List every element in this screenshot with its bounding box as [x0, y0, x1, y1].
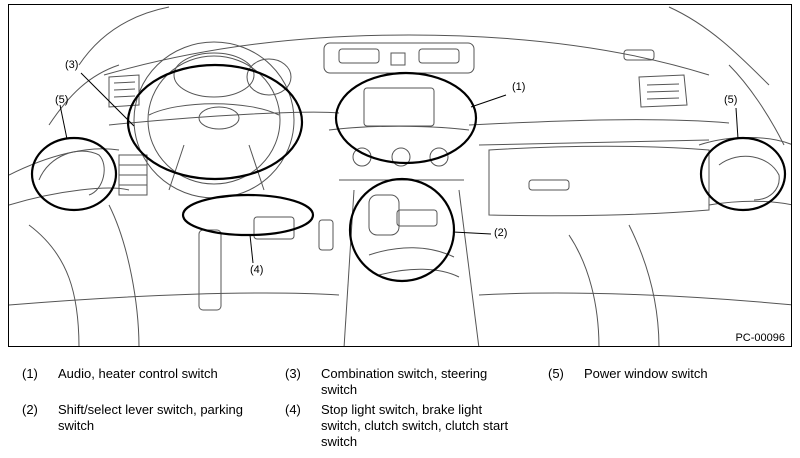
- callout-5-left: (5): [55, 94, 69, 106]
- legend-number: (3): [285, 366, 301, 381]
- callout-5-right: (5): [724, 94, 738, 106]
- legend-number: (2): [22, 402, 38, 417]
- legend-item-2: (2) Shift/select lever switch, parking s…: [22, 402, 262, 434]
- legend: (1) Audio, heater control switch (2) Shi…: [0, 360, 800, 458]
- callout-4: (4): [250, 264, 264, 276]
- legend-item-4: (4) Stop light switch, brake light switc…: [285, 402, 520, 450]
- callout-1: (1): [512, 81, 526, 93]
- legend-item-1: (1) Audio, heater control switch: [22, 366, 262, 382]
- legend-item-3: (3) Combination switch, steering switch: [285, 366, 520, 398]
- legend-number: (4): [285, 402, 301, 417]
- legend-text: Stop light switch, brake light switch, c…: [321, 402, 509, 449]
- figure-code: PC-00096: [735, 332, 785, 344]
- legend-item-5: (5) Power window switch: [548, 366, 788, 382]
- legend-number: (5): [548, 366, 564, 381]
- legend-text: Audio, heater control switch: [58, 366, 218, 381]
- callout-3: (3): [65, 59, 79, 71]
- legend-text: Shift/select lever switch, parking switc…: [58, 402, 243, 433]
- legend-number: (1): [22, 366, 38, 381]
- legend-text: Combination switch, steering switch: [321, 366, 488, 397]
- dashboard-illustration: (1) (2) (3) (4) (5) (5) PC-00096: [8, 4, 792, 347]
- dashboard-line-drawing: [9, 6, 791, 346]
- callout-2: (2): [494, 227, 508, 239]
- legend-text: Power window switch: [584, 366, 708, 381]
